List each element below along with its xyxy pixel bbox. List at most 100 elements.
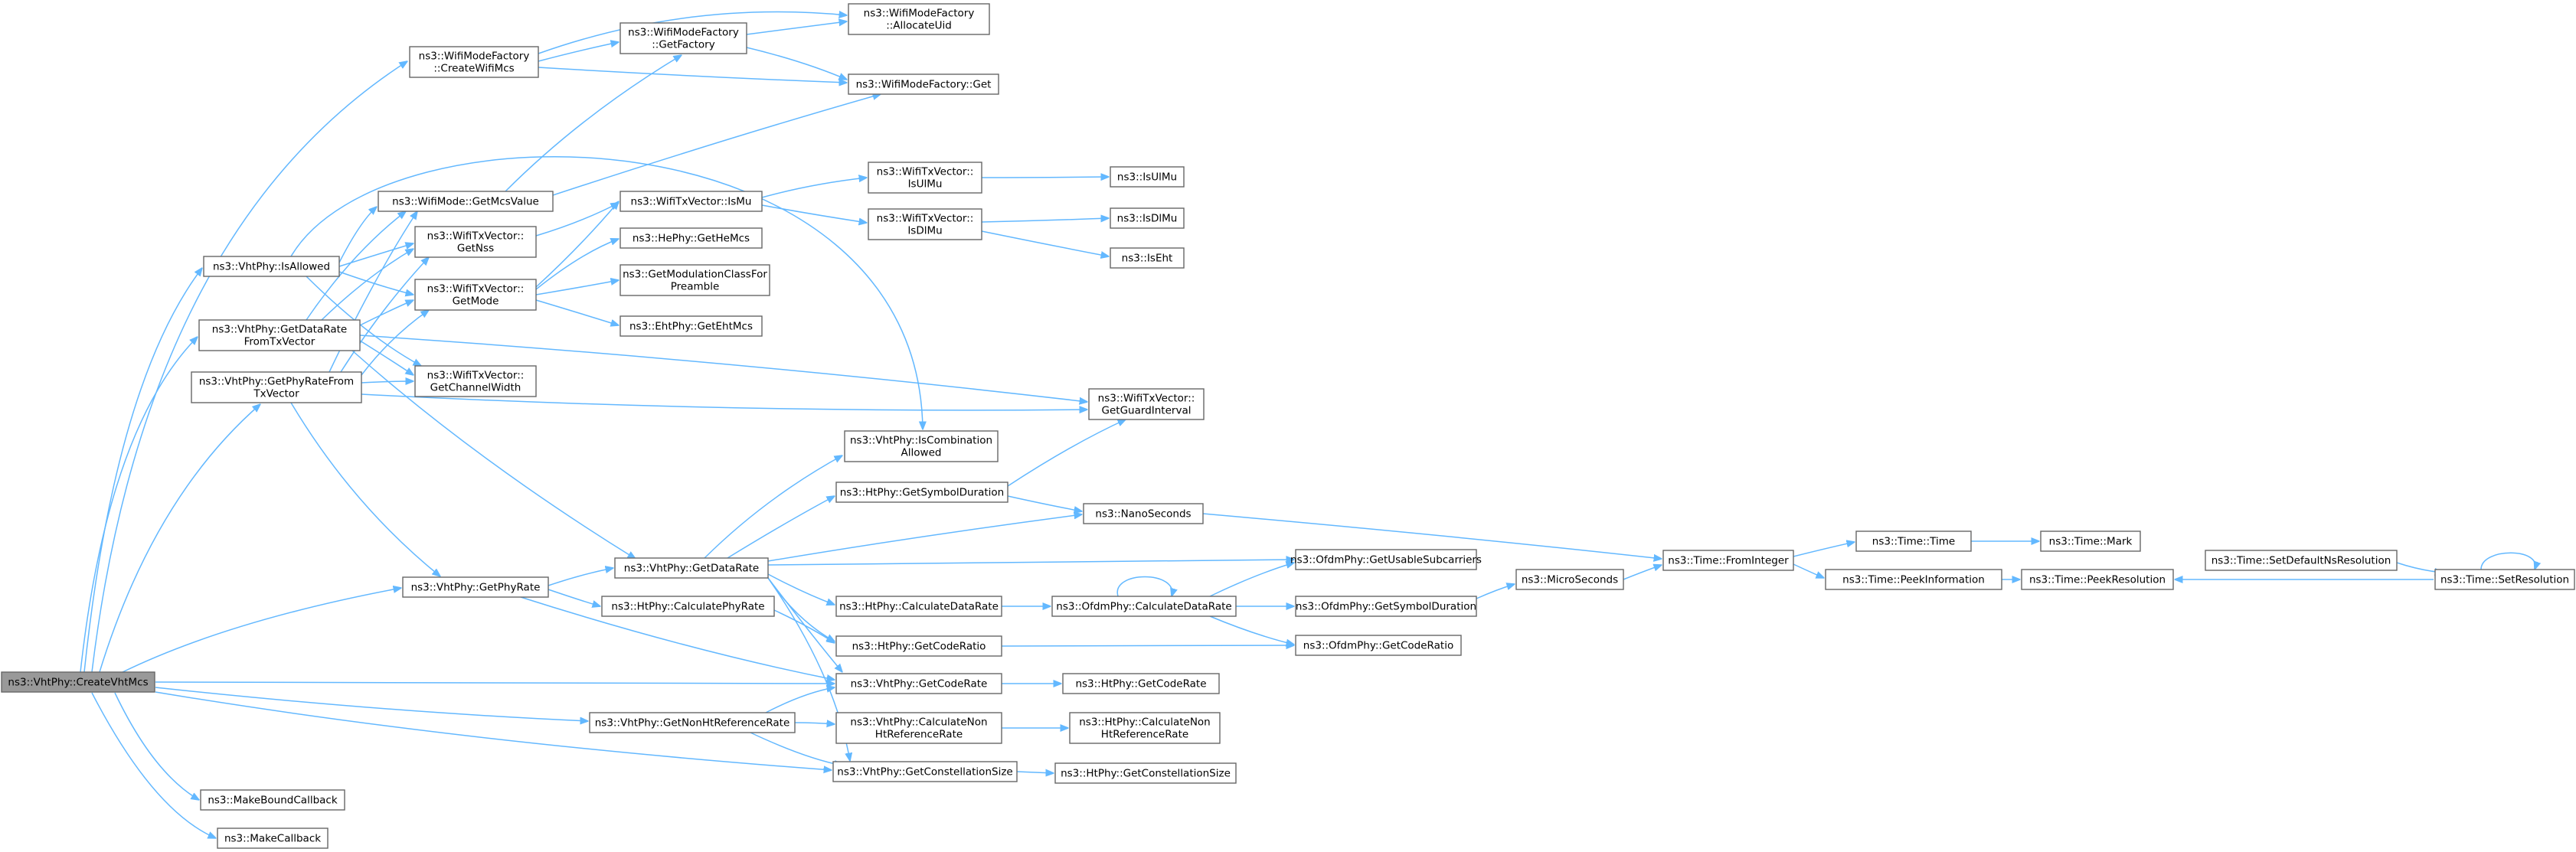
node-isEht[interactable]: ns3::IsEht [1110,247,1185,269]
node-box [2205,550,2398,571]
node-ofdmCalcDataRate[interactable]: ns3::OfdmPhy::CalculateDataRate [1051,596,1237,617]
node-label: ns3::VhtPhy::CalculateNon [850,717,987,729]
node-label: ns3::GetModulationClassFor [623,269,767,281]
node-label: HtReferenceRate [875,729,963,741]
node-timeMark[interactable]: ns3::Time::Mark [2040,530,2141,552]
node-getNss[interactable]: ns3::WifiTxVector::GetNss [414,226,537,258]
node-isDlMuTx[interactable]: ns3::WifiTxVector::IsDlMu [868,208,982,240]
node-getSymbolDuration[interactable]: ns3::HtPhy::GetSymbolDuration [835,481,1008,503]
node-isAllowed[interactable]: ns3::VhtPhy::IsAllowed [203,256,340,277]
node-vhtGetCodeRate[interactable]: ns3::VhtPhy::GetCodeRate [835,673,1002,694]
node-label: ns3::WifiTxVector::IsMu [631,196,752,208]
node-label: ns3::WifiTxVector:: [427,283,525,295]
node-box [848,3,990,35]
node-htCalcPhyRate[interactable]: ns3::HtPhy::CalculatePhyRate [601,596,775,617]
edge-getMcsValue-to-factoryGet [552,94,881,196]
edge-createWifiMcs-to-getFactory [538,42,619,62]
edge-getDataRateFromTx-to-getGuardInterval [359,335,1087,402]
node-box [614,557,769,579]
node-box [1110,166,1185,188]
node-vhtConstellation[interactable]: ns3::VhtPhy::GetConstellationSize [832,761,1018,782]
edge-isDlMuTx-to-isEht [981,230,1109,256]
edge-root-to-createWifiMcs [91,61,407,673]
node-factoryGet[interactable]: ns3::WifiModeFactory::Get [848,73,999,95]
node-getFactory[interactable]: ns3::WifiModeFactory::GetFactory [619,22,747,54]
edge-getPhyRateFromTx-to-getGuardInterval [361,393,1087,410]
node-box [1054,762,1237,784]
node-nanoSeconds[interactable]: ns3::NanoSeconds [1083,503,1204,524]
node-box [848,73,999,95]
edge-ofdmCalcDataRate-to-ofdmUsableSub [1209,563,1294,597]
node-peekResolution[interactable]: ns3::Time::PeekResolution [2021,569,2174,590]
node-getHeMcs[interactable]: ns3::HePhy::GetHeMcs [619,227,763,249]
node-ofdmSymbolDuration[interactable]: ns3::OfdmPhy::GetSymbolDuration [1295,596,1477,617]
node-htGetCodeRate[interactable]: ns3::HtPhy::GetCodeRate [1062,673,1220,694]
node-peekInformation[interactable]: ns3::Time::PeekInformation [1825,569,2002,590]
node-allocateUid[interactable]: ns3::WifiModeFactory::AllocateUid [848,3,990,35]
node-getEhtMcs[interactable]: ns3::EhtPhy::GetEhtMcs [619,315,763,337]
node-ofdmCodeRatio[interactable]: ns3::OfdmPhy::GetCodeRatio [1295,635,1462,656]
node-getPhyRate[interactable]: ns3::VhtPhy::GetPhyRate [402,576,549,598]
node-getChannelWidth[interactable]: ns3::WifiTxVector::GetChannelWidth [414,365,537,397]
edge-isUlMuTx-to-isUlMu [981,177,1109,178]
node-microSeconds[interactable]: ns3::MicroSeconds [1515,569,1624,590]
node-getDataRate[interactable]: ns3::VhtPhy::GetDataRate [614,557,769,579]
node-setDefaultNs[interactable]: ns3::Time::SetDefaultNsResolution [2205,550,2398,571]
node-label: ns3::OfdmPhy::GetUsableSubcarriers [1290,554,1482,566]
edge-getDataRate-to-vhtGetCodeRate [767,577,842,672]
node-label: ns3::Time::PeekInformation [1842,574,1985,586]
edge-isAllowed-to-getNss [338,243,414,267]
node-label: ns3::OfdmPhy::GetSymbolDuration [1296,601,1476,613]
node-htCalcDataRate[interactable]: ns3::HtPhy::CalculateDataRate [835,596,1002,617]
node-label: Allowed [901,447,942,459]
node-box [402,576,549,598]
edge-fromInteger-to-peekInformation [1793,563,1824,578]
edge-getPhyRateFromTx-to-getMode [361,310,429,376]
node-timeTime[interactable]: ns3::Time::Time [1855,530,1972,552]
edge-getDataRateFromTx-to-getMcsValue [306,211,406,321]
node-getNonHtRef[interactable]: ns3::VhtPhy::GetNonHtReferenceRate [589,712,796,733]
edge-getDataRateFromTx-to-getChannelWidth [359,340,414,375]
node-fromInteger[interactable]: ns3::Time::FromInteger [1662,550,1794,571]
node-createWifiMcs[interactable]: ns3::WifiModeFactory::CreateWifiMcs [409,46,539,78]
edge-getDataRateFromTx-to-getMode [359,300,414,326]
node-isMu[interactable]: ns3::WifiTxVector::IsMu [619,191,763,212]
edge-root-to-vhtConstellation [155,691,832,770]
node-getMode[interactable]: ns3::WifiTxVector::GetMode [414,279,537,311]
edge-getDataRateFromTx-to-getDataRate [351,350,636,559]
node-setResolution[interactable]: ns3::Time::SetResolution [2434,569,2575,590]
node-label: ns3::Time::Mark [2049,536,2133,548]
edge-getMode-to-getHeMcs [535,239,619,290]
node-box [1515,569,1624,590]
node-box [835,596,1002,617]
edge-getFactory-to-factoryGet [746,47,847,80]
edge-root-to-isAllowed [83,268,202,673]
edge-root-to-getNonHtRef [155,687,588,721]
node-label: GetMode [453,295,499,308]
node-isDlMu[interactable]: ns3::IsDlMu [1110,207,1185,229]
node-htConstellation[interactable]: ns3::HtPhy::GetConstellationSize [1054,762,1237,784]
edge-vhtConstellation-to-htConstellation [1016,772,1054,773]
node-label: ns3::VhtPhy::GetDataRate [212,324,347,336]
node-root[interactable]: ns3::VhtPhy::CreateVhtMcs [1,671,155,693]
node-ofdmUsableSub[interactable]: ns3::OfdmPhy::GetUsableSubcarriers [1290,549,1482,570]
node-isUlMuTx[interactable]: ns3::WifiTxVector::IsUlMu [868,162,982,194]
node-label: TxVector [253,388,299,400]
node-label: ns3::VhtPhy::GetNonHtReferenceRate [595,717,790,730]
node-htGetCodeRatio[interactable]: ns3::HtPhy::GetCodeRatio [835,635,1002,657]
node-isUlMu[interactable]: ns3::IsUlMu [1110,166,1185,188]
node-label: Preamble [671,281,720,293]
node-box [1110,247,1185,269]
node-box [409,46,539,78]
node-getGuardInterval[interactable]: ns3::WifiTxVector::GetGuardInterval [1088,388,1205,420]
node-getMcsValue[interactable]: ns3::WifiMode::GetMcsValue [378,191,554,212]
node-label: ns3::VhtPhy::CreateVhtMcs [8,677,148,689]
node-makeBoundCallback[interactable]: ns3::MakeBoundCallback [200,789,345,811]
node-makeCallback[interactable]: ns3::MakeCallback [217,828,329,849]
